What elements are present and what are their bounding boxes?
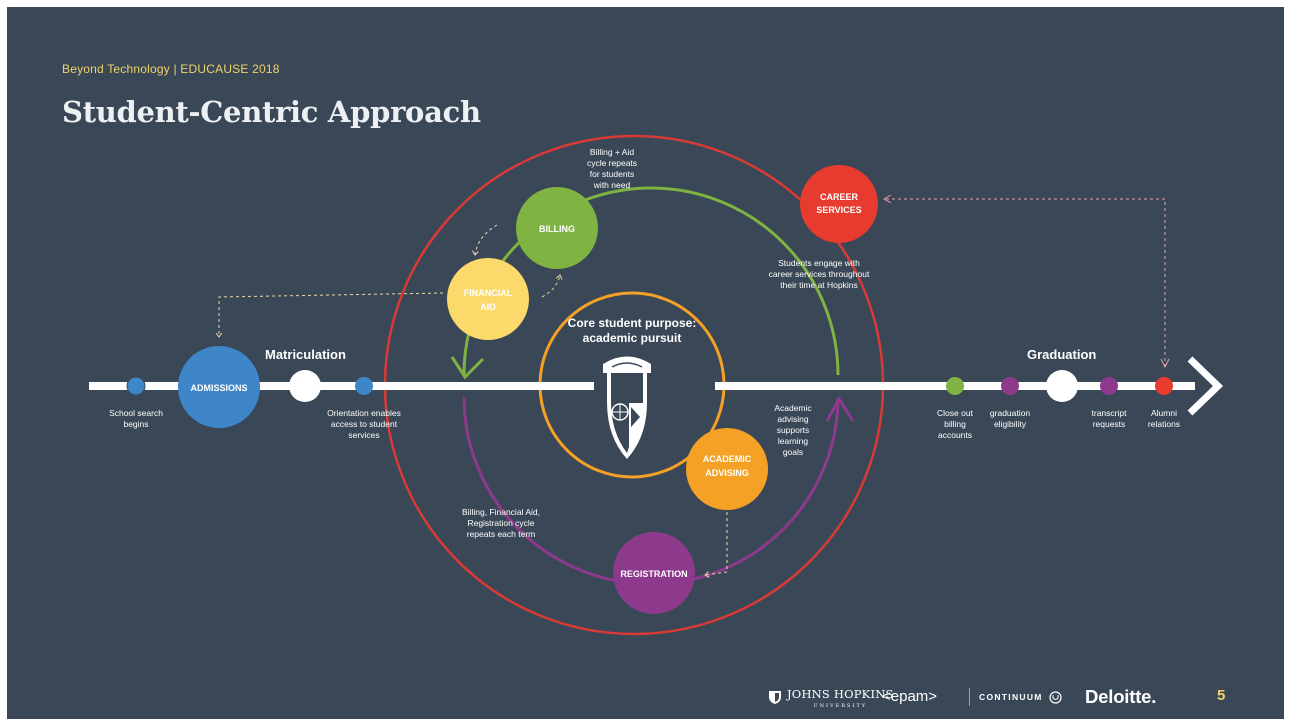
footer-divider bbox=[969, 688, 970, 706]
page-number: 5 bbox=[1217, 687, 1226, 704]
alumni-label-2: relations bbox=[1148, 419, 1180, 429]
close-out-label-3: accounts bbox=[938, 430, 972, 440]
career-note-3: their time at Hopkins bbox=[780, 280, 857, 290]
jhu-logo: JOHNS HOPKINS UNIVERSITY bbox=[767, 687, 894, 709]
registration-node bbox=[613, 532, 695, 614]
billing-node bbox=[516, 187, 598, 269]
billing-aid-note-4: with need bbox=[593, 180, 631, 190]
orientation-label-2: access to student bbox=[331, 419, 398, 429]
billing-label: BILLING bbox=[539, 224, 575, 234]
core-purpose-line2: academic pursuit bbox=[583, 331, 682, 345]
grad-eligibility-label-2: eligibility bbox=[994, 419, 1027, 429]
academic-advising-label-2: ADVISING bbox=[705, 468, 749, 478]
advising-note-2: advising bbox=[777, 414, 808, 424]
alumni-label-1: Alumni bbox=[1151, 408, 1177, 418]
career-services-label-1: CAREER bbox=[820, 192, 859, 202]
slide-title: Student-Centric Approach bbox=[62, 95, 481, 129]
registration-label: REGISTRATION bbox=[620, 569, 687, 579]
school-search-label-1: School search bbox=[109, 408, 163, 418]
career-arrowhead bbox=[882, 194, 892, 204]
transcript-label-2: requests bbox=[1093, 419, 1126, 429]
orientation-label-3: services bbox=[348, 430, 379, 440]
core-purpose-line1: Core student purpose: bbox=[568, 316, 697, 330]
alumni-dot bbox=[1155, 377, 1173, 395]
epam-logo: <epam> bbox=[882, 688, 938, 705]
close-out-label-2: billing bbox=[944, 419, 966, 429]
slide-kicker: Beyond Technology | EDUCAUSE 2018 bbox=[62, 62, 280, 76]
financial-aid-label-2: AID bbox=[480, 302, 496, 312]
admissions-label: ADMISSIONS bbox=[190, 383, 247, 393]
billing-aid-note-3: for students bbox=[590, 169, 634, 179]
orientation-dot bbox=[355, 377, 373, 395]
advising-note-4: learning bbox=[778, 436, 809, 446]
billing-to-aid-connector bbox=[475, 224, 498, 255]
billing-arc-arrowhead bbox=[450, 356, 485, 380]
jhu-shield-logo bbox=[603, 356, 651, 459]
graduation-eligibility-dot bbox=[1001, 377, 1019, 395]
orientation-label-1: Orientation enables bbox=[327, 408, 401, 418]
continuum-mark-icon bbox=[1049, 691, 1062, 704]
registration-note-3: repeats each term bbox=[467, 529, 536, 539]
transcript-label-1: transcript bbox=[1092, 408, 1128, 418]
transcript-dot bbox=[1100, 377, 1118, 395]
advising-note-5: goals bbox=[783, 447, 803, 457]
registration-note-2: Registration cycle bbox=[467, 518, 534, 528]
aid-to-billing-connector bbox=[541, 275, 560, 298]
registration-note-1: Billing, Financial Aid, bbox=[462, 507, 540, 517]
career-note-1: Students engage with bbox=[778, 258, 860, 268]
advising-note-3: supports bbox=[777, 425, 810, 435]
financial-aid-node bbox=[447, 258, 529, 340]
continuum-wordmark: CONTINUUM bbox=[979, 691, 1043, 702]
continuum-logo: CONTINUUM bbox=[979, 691, 1062, 704]
timeline-left bbox=[89, 382, 594, 390]
career-services-label-2: SERVICES bbox=[816, 205, 861, 215]
financial-aid-label-1: FINANCIAL bbox=[464, 288, 513, 298]
advising-note-1: Academic bbox=[774, 403, 812, 413]
school-search-dot bbox=[126, 376, 146, 396]
student-journey-diagram: ADMISSIONS BILLING FINANCIAL AID ACADEMI… bbox=[89, 134, 1224, 636]
alumni-to-career-connector bbox=[883, 198, 1166, 367]
deloitte-logo: Deloitte. bbox=[1085, 686, 1157, 707]
alumni-arrowhead bbox=[1160, 358, 1170, 369]
jhu-shield-icon bbox=[769, 691, 781, 704]
close-out-dot bbox=[946, 377, 964, 395]
aid-to-admissions-connector bbox=[219, 292, 444, 337]
school-search-label-2: begins bbox=[123, 419, 148, 429]
jhu-subtitle: UNIVERSITY bbox=[813, 703, 868, 709]
matriculation-label: Matriculation bbox=[265, 347, 346, 362]
advising-to-registration-connector bbox=[705, 512, 728, 575]
admissions-node bbox=[178, 346, 260, 428]
graduation-label: Graduation bbox=[1027, 347, 1096, 362]
jhu-wordmark: JOHNS HOPKINS bbox=[787, 687, 894, 701]
billing-aid-note-2: cycle repeats bbox=[587, 158, 637, 168]
slide: Beyond Technology | EDUCAUSE 2018 Studen… bbox=[7, 7, 1284, 719]
matriculation-dot bbox=[289, 370, 321, 402]
academic-advising-label-1: ACADEMIC bbox=[703, 454, 752, 464]
academic-advising-node bbox=[686, 428, 768, 510]
graduation-dot bbox=[1046, 370, 1078, 402]
career-services-node bbox=[800, 165, 878, 243]
timeline-arrowhead bbox=[1187, 356, 1224, 416]
close-out-label-1: Close out bbox=[937, 408, 974, 418]
grad-eligibility-label-1: graduation bbox=[990, 408, 1030, 418]
billing-aid-note-1: Billing + Aid bbox=[590, 147, 634, 157]
registration-arc-arrowhead bbox=[825, 396, 855, 422]
career-note-2: career services throughout bbox=[769, 269, 870, 279]
